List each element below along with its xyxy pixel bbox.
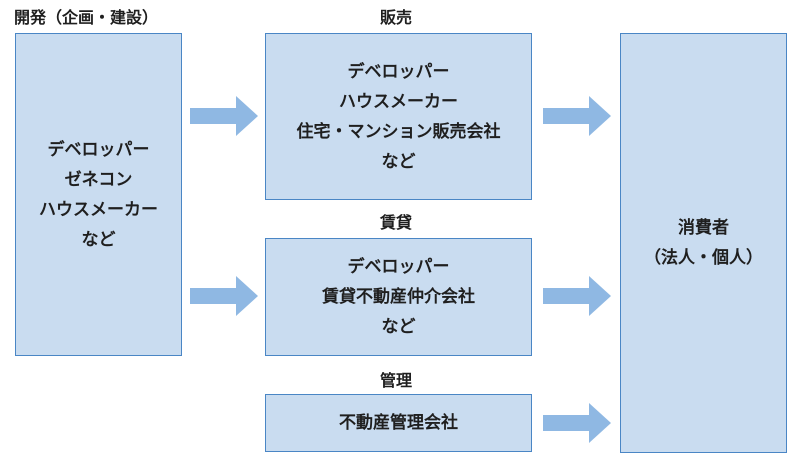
sales-line-3: 住宅・マンション販売会社 — [296, 121, 501, 142]
arrow-rental-to-consumer — [543, 276, 611, 316]
management-line-1: 不動産管理会社 — [339, 413, 458, 433]
development-line-2: ゼネコン — [64, 169, 133, 190]
sales-line-1: デベロッパー — [347, 61, 450, 82]
rental-box: デベロッパー 賃貸不動産仲介会社 など — [265, 238, 532, 356]
consumer-line-1: 消費者 — [678, 218, 729, 238]
rental-line-1: デベロッパー — [347, 257, 450, 277]
management-box: 不動産管理会社 — [265, 394, 532, 452]
rental-heading: 賃貸 — [380, 213, 413, 232]
arrow-management-to-consumer — [543, 403, 611, 443]
development-box: デベロッパー ゼネコン ハウスメーカー など — [15, 33, 182, 356]
sales-box: デベロッパー ハウスメーカー 住宅・マンション販売会社 など — [265, 33, 532, 200]
arrow-sales-to-consumer — [543, 96, 611, 136]
arrow-development-to-rental — [190, 276, 258, 316]
management-heading: 管理 — [380, 371, 413, 390]
rental-line-2: 賃貸不動産仲介会社 — [322, 287, 475, 307]
rental-line-3: など — [381, 317, 416, 337]
development-line-1: デベロッパー — [47, 139, 150, 160]
consumer-line-2: （法人・個人） — [644, 248, 763, 268]
development-heading: 開発（企画・建設） — [14, 8, 159, 27]
development-line-3: ハウスメーカー — [39, 199, 158, 220]
arrow-development-to-sales — [190, 96, 258, 136]
consumer-box: 消費者 （法人・個人） — [620, 33, 787, 453]
sales-heading: 販売 — [380, 8, 413, 27]
development-line-4: など — [81, 229, 116, 250]
sales-line-4: など — [381, 151, 416, 172]
sales-line-2: ハウスメーカー — [339, 91, 458, 112]
